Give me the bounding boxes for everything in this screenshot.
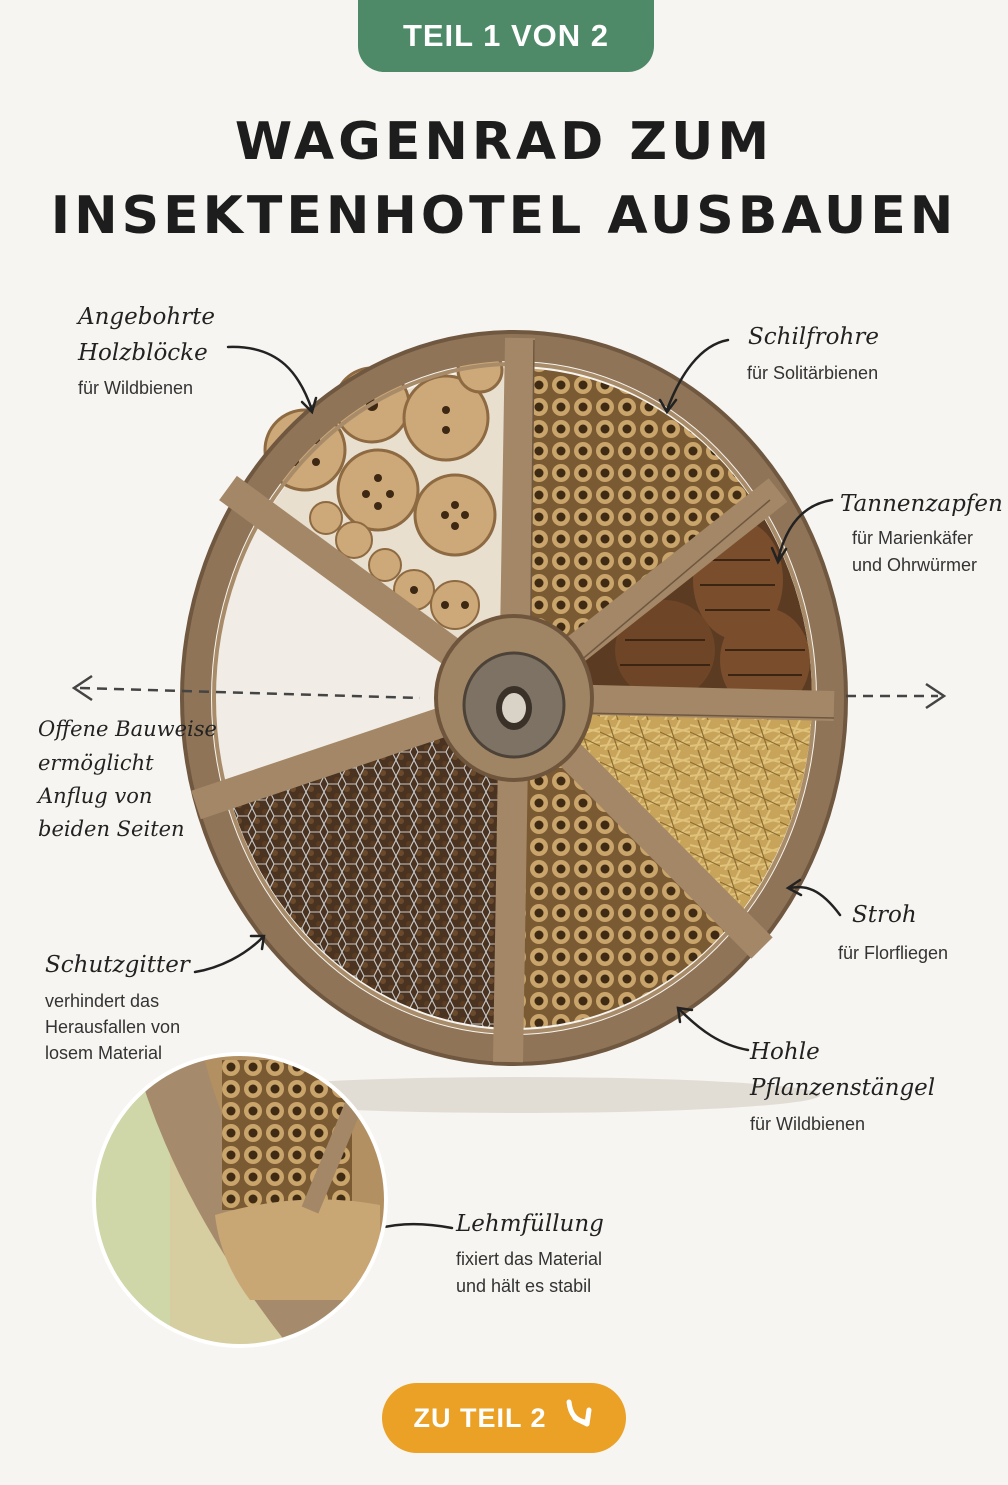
label-open-design-4: beiden Seiten	[38, 817, 185, 841]
label-pinecones-sub-1: für Marienkäfer	[852, 528, 974, 548]
label-mesh-sub-2: Herausfallen von	[45, 1017, 181, 1037]
label-straw-title: Stroh	[852, 902, 917, 928]
label-clay-sub-1: fixiert das Material	[456, 1249, 603, 1269]
label-open-design-3: Anflug von	[38, 784, 153, 808]
label-straw-sub: für Florfliegen	[838, 943, 949, 963]
part-badge: TEIL 1 VON 2	[358, 0, 654, 72]
label-clay-title: Lehmfüllung	[456, 1211, 604, 1237]
label-mesh-title: Schutzgitter	[45, 952, 190, 978]
page-title-line-1: WAGENRAD ZUM	[234, 112, 774, 172]
label-stems-sub: für Wildbienen	[750, 1114, 866, 1134]
label-wood-blocks-sub: für Wildbienen	[78, 378, 194, 398]
label-open-design-1: Offene Bauweise	[38, 717, 217, 741]
label-mesh-sub-1: verhindert das	[45, 991, 160, 1011]
label-clay-sub-2: und hält es stabil	[456, 1276, 592, 1296]
label-pinecones-sub-2: und Ohrwürmer	[852, 555, 978, 575]
label-reeds-title: Schilfrohre	[748, 324, 879, 350]
next-part-button-label: ZU TEIL 2	[413, 1402, 547, 1433]
label-wood-blocks-title-2: Holzblöcke	[78, 340, 208, 366]
label-wood-blocks-title-1: Angebohrte	[78, 304, 215, 330]
next-part-button[interactable]: ZU TEIL 2	[382, 1383, 626, 1453]
label-stems-title-2: Pflanzenstängel	[750, 1075, 936, 1101]
label-reeds-sub: für Solitärbienen	[747, 363, 879, 383]
label-open-design-2: ermöglicht	[38, 751, 154, 775]
label-stems-title-1: Hohle	[750, 1039, 820, 1065]
label-pinecones-title: Tannenzapfen	[840, 491, 1003, 517]
page-title-line-2: INSEKTENHOTEL AUSBAUEN	[50, 186, 958, 246]
arrow-down-right-icon	[561, 1398, 595, 1438]
label-mesh-sub-3: losem Material	[45, 1043, 163, 1063]
